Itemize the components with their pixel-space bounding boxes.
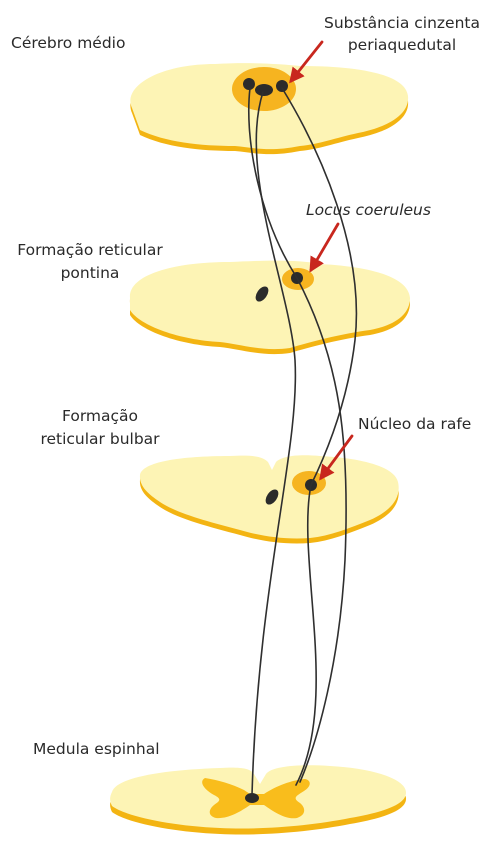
midbrain-label: Cérebro médio	[11, 33, 125, 54]
spinal-cord-section	[110, 765, 406, 834]
bulbar-reticular-label-line1: Formação	[20, 406, 180, 427]
bulbar-section	[140, 455, 399, 543]
arrow-locus-coeruleus	[311, 224, 338, 270]
locus-coeruleus-label: Locus coeruleus	[306, 200, 431, 221]
spinal-cord-label: Medula espinhal	[33, 739, 160, 760]
descending-pathways	[249, 88, 357, 795]
midbrain-right-neuron-dot	[276, 80, 288, 92]
pontine-reticular-label-line2: pontina	[0, 263, 180, 284]
periaqueductal-gray-label-line2: periaquedutal	[317, 35, 487, 56]
aqueduct-dot	[255, 84, 273, 96]
periaqueductal-gray-label-line1: Substância cinzenta	[317, 13, 487, 34]
pontine-reticular-label-line1: Formação reticular	[0, 240, 180, 261]
pathway-pag-long-to-spinal	[252, 92, 295, 795]
midbrain-section	[130, 63, 408, 154]
raphe-nucleus-label: Núcleo da rafe	[358, 414, 471, 435]
bulbar-reticular-label-line2: reticular bulbar	[20, 429, 180, 450]
midbrain-left-neuron-dot	[243, 78, 255, 90]
